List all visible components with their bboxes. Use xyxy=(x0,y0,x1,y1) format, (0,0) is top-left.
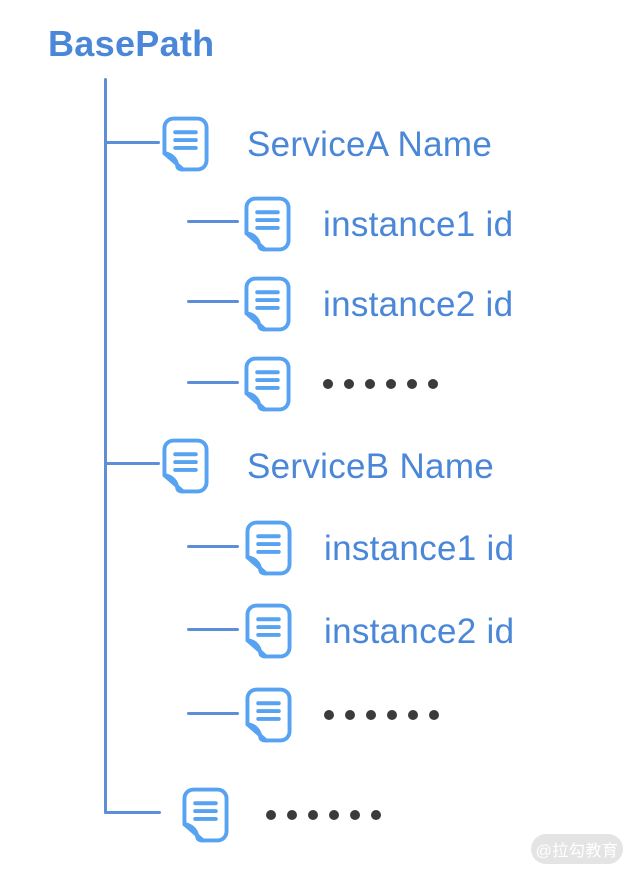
dot xyxy=(350,810,360,820)
node-label: ServiceA Name xyxy=(247,124,493,164)
tree-node-servicea: ServiceA Name xyxy=(162,116,492,172)
tree-node-a-instance1: instance1 id xyxy=(244,196,513,252)
document-icon xyxy=(244,196,291,252)
dot xyxy=(428,379,438,389)
dot xyxy=(323,379,333,389)
branch-line-servicea xyxy=(104,141,160,144)
dot xyxy=(324,710,334,720)
branch-line-b-instance1 xyxy=(187,545,239,548)
dot xyxy=(366,710,376,720)
branch-line-serviceb xyxy=(104,462,160,465)
ellipsis-dots xyxy=(266,810,381,820)
node-label: instance1 id xyxy=(323,204,514,244)
ellipsis-dots xyxy=(324,710,439,720)
node-label: instance1 id xyxy=(324,528,515,568)
tree-node-b-instance1: instance1 id xyxy=(245,520,514,576)
document-icon xyxy=(162,438,209,494)
dot xyxy=(345,710,355,720)
branch-line-b-ellipsis xyxy=(187,712,239,715)
dot xyxy=(429,710,439,720)
branch-line-b-instance2 xyxy=(187,628,239,631)
dot xyxy=(371,810,381,820)
document-icon xyxy=(162,116,209,172)
root-node-label: BasePath xyxy=(48,23,215,64)
document-icon xyxy=(245,603,292,659)
dot xyxy=(386,379,396,389)
tree-node-root-ellipsis xyxy=(182,787,381,843)
ellipsis-dots xyxy=(323,379,438,389)
document-icon xyxy=(244,276,291,332)
tree-elbow-line xyxy=(104,811,161,814)
dot xyxy=(329,810,339,820)
tree-node-b-ellipsis xyxy=(245,687,439,743)
dot xyxy=(365,379,375,389)
tree-node-a-ellipsis xyxy=(244,356,438,412)
dot xyxy=(287,810,297,820)
branch-line-a-instance2 xyxy=(187,300,239,303)
dot xyxy=(407,379,417,389)
node-label: instance2 id xyxy=(324,611,515,651)
watermark-badge: @拉勾教育 xyxy=(531,834,623,864)
document-icon xyxy=(244,356,291,412)
tree-trunk-line xyxy=(104,78,107,814)
document-icon xyxy=(182,787,229,843)
branch-line-a-instance1 xyxy=(187,220,239,223)
dot xyxy=(266,810,276,820)
document-icon xyxy=(245,687,292,743)
branch-line-a-ellipsis xyxy=(187,381,239,384)
dot xyxy=(344,379,354,389)
dot xyxy=(408,710,418,720)
dot xyxy=(308,810,318,820)
node-label: instance2 id xyxy=(323,284,514,324)
tree-node-a-instance2: instance2 id xyxy=(244,276,513,332)
document-icon xyxy=(245,520,292,576)
node-label: ServiceB Name xyxy=(247,446,495,486)
tree-node-b-instance2: instance2 id xyxy=(245,603,514,659)
tree-node-serviceb: ServiceB Name xyxy=(162,438,494,494)
dot xyxy=(387,710,397,720)
